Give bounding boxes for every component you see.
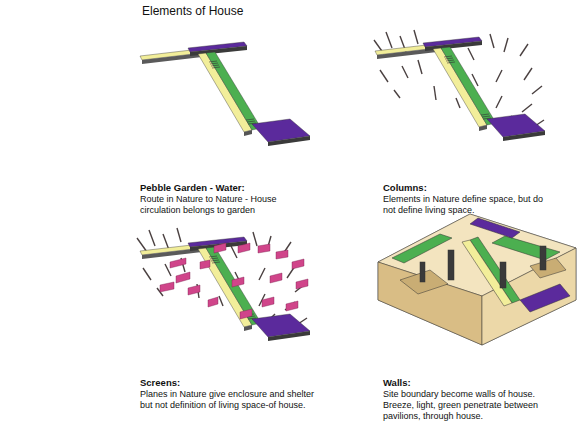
caption-heading: Columns:	[383, 182, 563, 193]
caption-text: Route in Nature to Nature - House circul…	[140, 194, 315, 216]
caption-text: Planes in Nature give enclosure and shel…	[140, 389, 315, 411]
caption-heading: Screens:	[140, 377, 320, 388]
caption-heading: Walls:	[383, 377, 563, 388]
diagram-title: Elements of House	[142, 4, 243, 18]
caption-text: Elements in Nature define space, but do …	[383, 194, 558, 216]
caption-text: Site boundary become walls of house. Bre…	[383, 389, 558, 421]
caption-heading: Pebble Garden - Water:	[140, 182, 320, 193]
